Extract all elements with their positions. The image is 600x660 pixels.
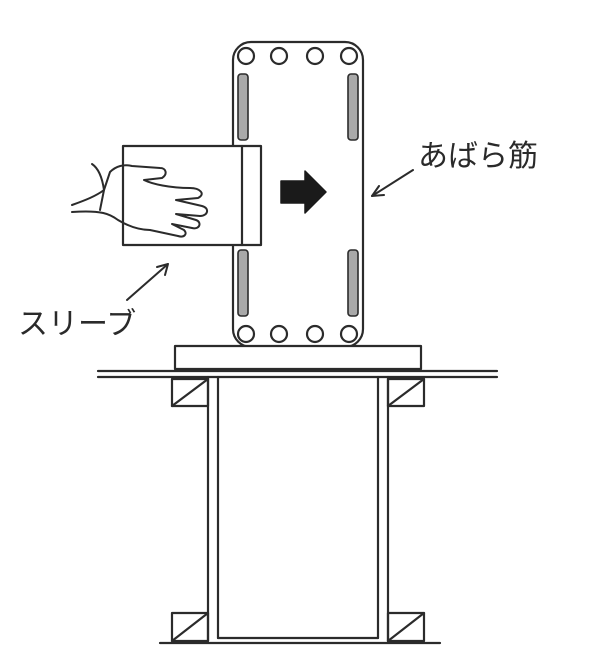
corner-block-bottom-right	[386, 611, 426, 643]
bearing-plate	[173, 344, 423, 371]
bottom-main-bars	[236, 324, 359, 344]
corner-block-top-left	[170, 377, 210, 408]
side-bars	[237, 73, 359, 317]
beam-rebar-cage	[231, 40, 365, 349]
hand-icon	[71, 163, 208, 238]
arrow-right-icon	[280, 170, 327, 214]
abara-leader	[371, 169, 414, 197]
label-abara-stirrup: あばら筋	[418, 139, 538, 174]
corner-block-bottom-left	[170, 611, 210, 643]
top-main-bars	[236, 46, 359, 66]
label-sleeve: スリーブ	[18, 307, 137, 342]
corner-block-top-right	[386, 377, 426, 408]
sleeve-leader	[126, 263, 169, 301]
column	[206, 375, 390, 643]
